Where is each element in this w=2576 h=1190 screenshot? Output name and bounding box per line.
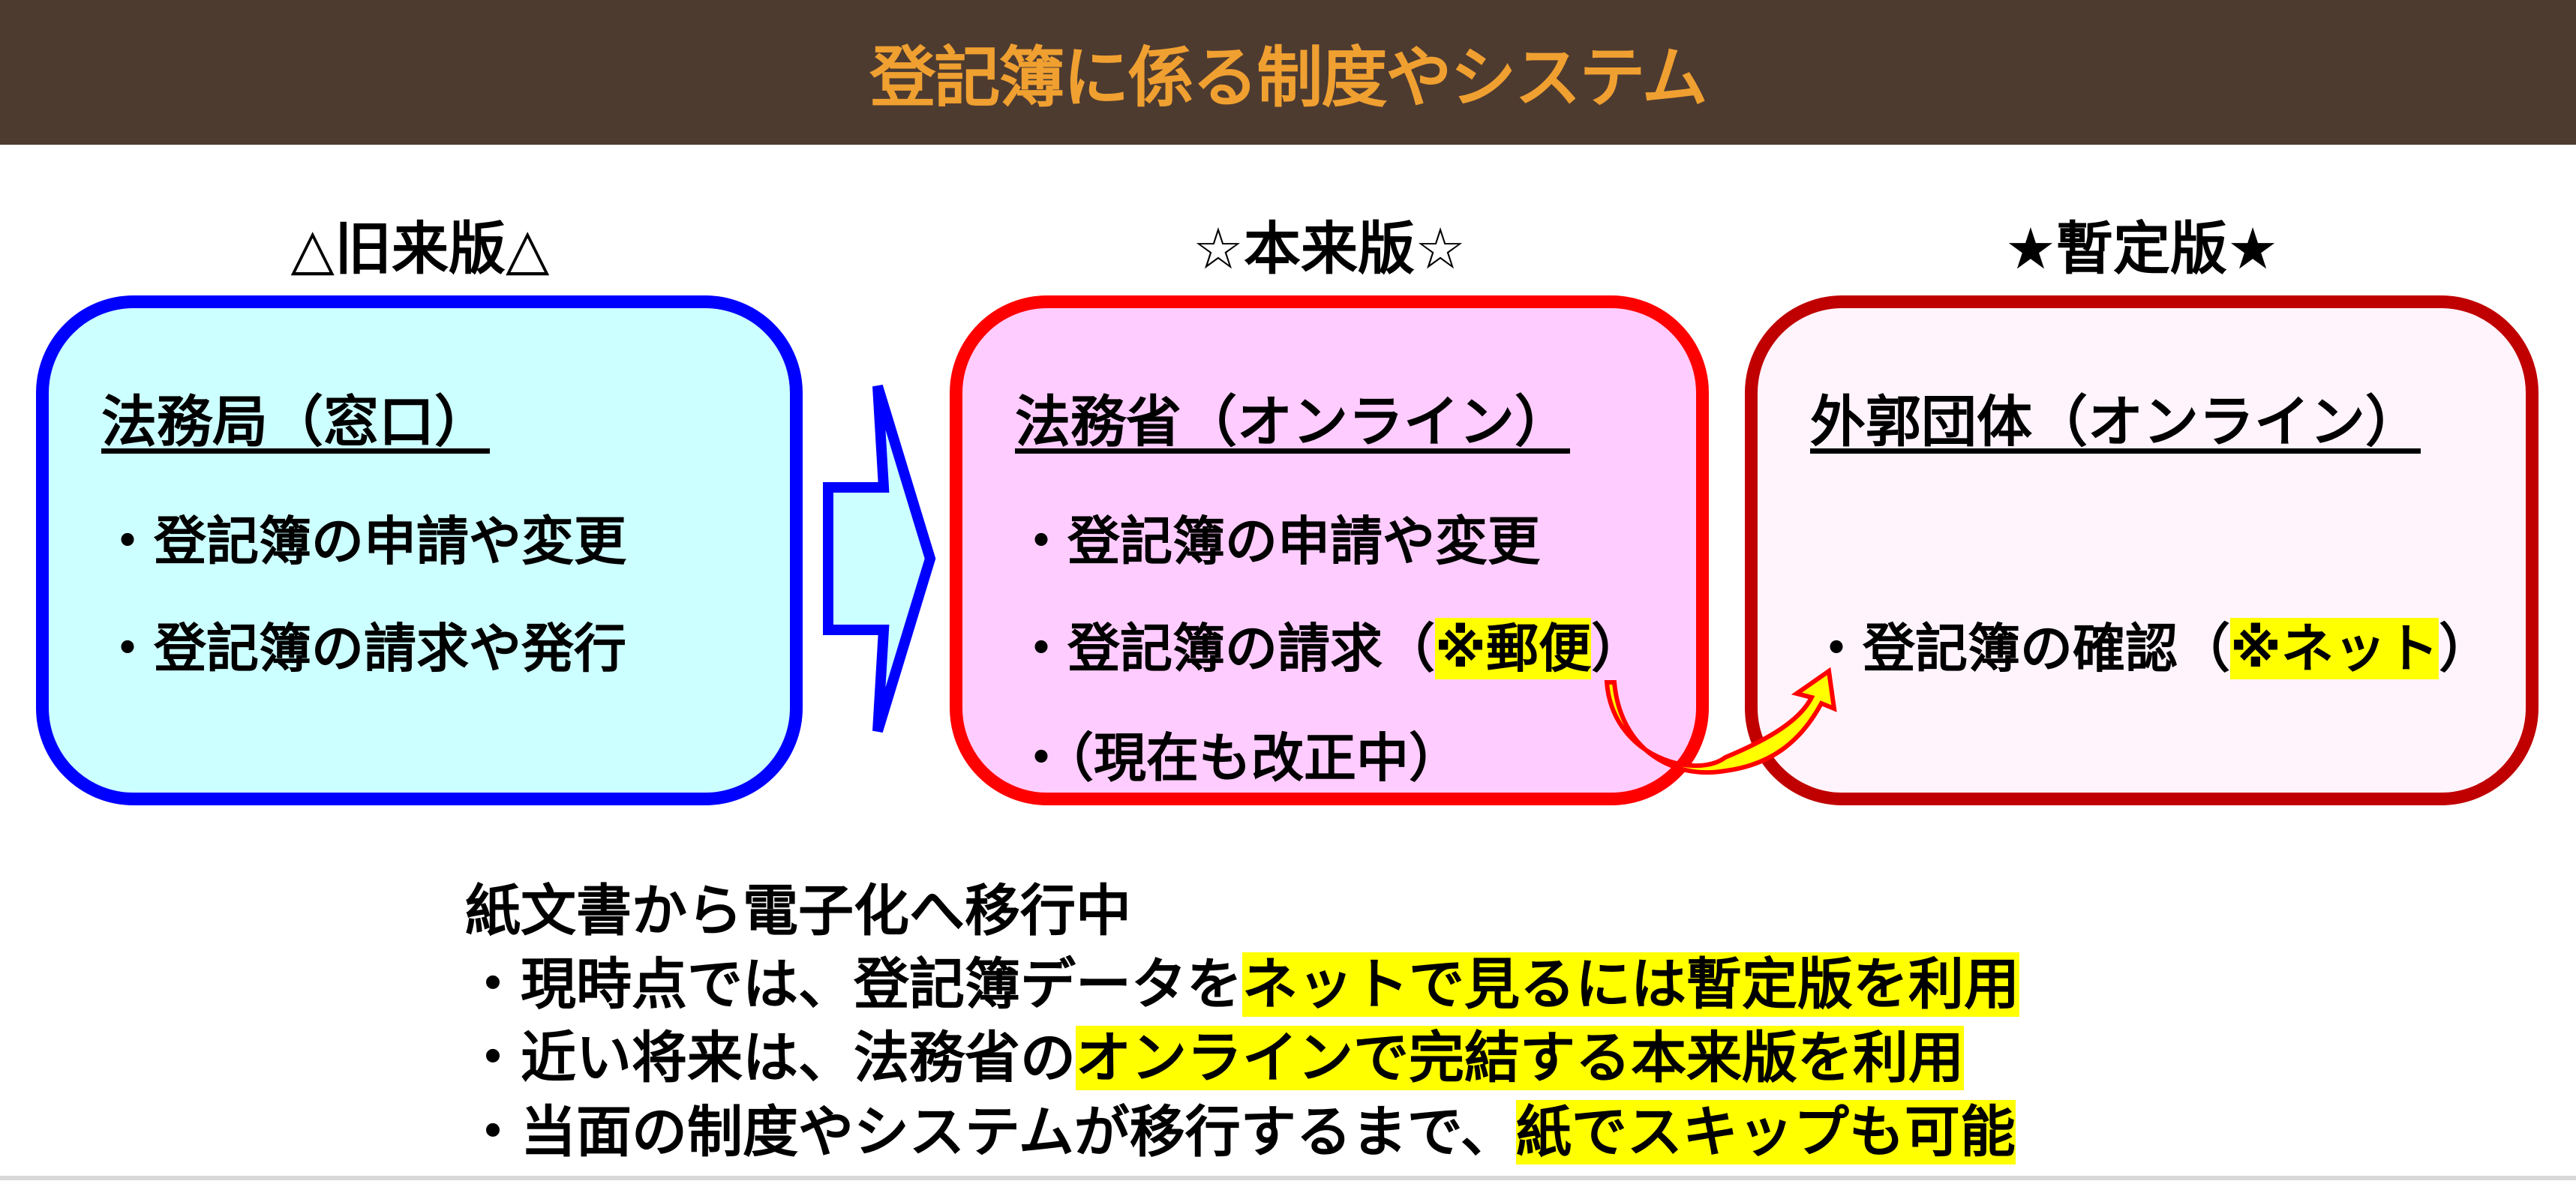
box-old-version: 法務局（窓口） ・登記簿の申請や変更 ・登記簿の請求や発行 (36, 295, 803, 805)
summary-highlight: オンラインで完結する本来版を利用 (1076, 1026, 1964, 1090)
summary-line: ・近い将来は、法務省のオンラインで完結する本来版を利用 (465, 1013, 1964, 1093)
item-text: ） (1591, 618, 1644, 679)
box-main-version: 法務省（オンライン） ・登記簿の申請や変更 ・登記簿の請求（※郵便） ・（現在も… (950, 295, 1709, 805)
list-item: ・登記簿の申請や変更 (101, 511, 626, 572)
item-text: ・登記簿の請求（ (1015, 618, 1435, 679)
summary-text: ・近い将来は、法務省の (465, 1026, 1076, 1090)
summary-line: ・現時点では、登記簿データをネットで見るには暫定版を利用 (465, 940, 2019, 1020)
bottom-divider (0, 1176, 2576, 1180)
page-title: 登記簿に係る制度やシステム (869, 39, 1707, 116)
list-item: ・登記簿の請求（※郵便） (1015, 607, 1644, 682)
header-banner: 登記簿に係る制度やシステム (0, 0, 2576, 145)
highlight-mail: ※郵便 (1435, 618, 1592, 679)
list-item: ・（現在も改正中） (1015, 727, 1461, 789)
heading-main-version: ☆本来版☆ (1192, 215, 1467, 282)
summary-highlight: ネットで見るには暫定版を利用 (1242, 952, 2019, 1017)
heading-old-version: △旧来版△ (290, 215, 550, 282)
highlight-net: ※ネット (2230, 618, 2439, 679)
summary-text: ・現時点では、登記簿データを (465, 952, 1242, 1017)
summary-text: ・当面の制度やシステムが移行するまで、 (465, 1100, 1516, 1165)
summary-line: ・当面の制度やシステムが移行するまで、紙でスキップも可能 (465, 1087, 2016, 1168)
box-title: 法務局（窓口） (101, 390, 490, 454)
summary-heading: 紙文書から電子化へ移行中 (465, 879, 1131, 943)
box-title: 外郭団体（オンライン） (1810, 390, 2421, 454)
list-item: ・登記簿の確認（※ネット） (1810, 607, 2491, 682)
item-text: ） (2439, 618, 2492, 679)
item-text: ・登記簿の確認（ (1810, 618, 2230, 679)
heading-temp-version: ★暫定版★ (2004, 215, 2279, 282)
box-temp-version: 外郭団体（オンライン） ・登記簿の確認（※ネット） (1745, 295, 2538, 805)
box-title: 法務省（オンライン） (1015, 390, 1570, 454)
curved-arrow-icon (1604, 667, 1837, 775)
summary-highlight: 紙でスキップも可能 (1515, 1100, 2016, 1165)
list-item: ・登記簿の請求や発行 (101, 618, 626, 679)
right-arrow-icon (823, 384, 936, 733)
list-item: ・登記簿の申請や変更 (1015, 511, 1540, 572)
